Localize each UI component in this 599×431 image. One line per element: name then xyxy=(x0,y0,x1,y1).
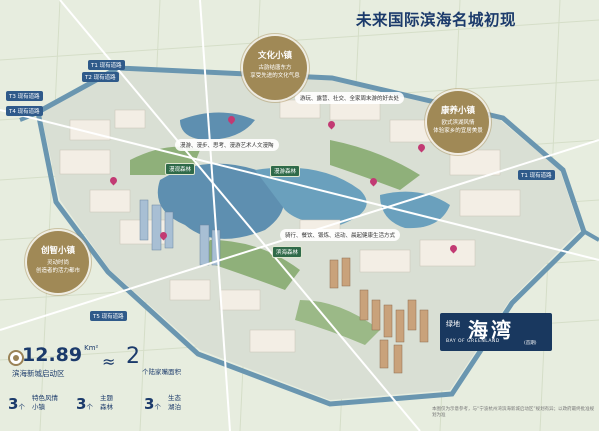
stat-label: 主题 森林 xyxy=(100,394,113,411)
stat-value: 3 xyxy=(8,395,19,413)
stat-item: 3个 xyxy=(8,394,25,413)
stat-item: 3个 xyxy=(144,394,161,413)
logo-badge: (首期) xyxy=(524,341,537,346)
callout-line: 享受先进的文化气息 xyxy=(250,72,300,79)
road-tag-5: T1 现有道路 xyxy=(518,170,555,180)
area-unit: Km² xyxy=(84,344,99,352)
road-tag-1: T1 现有道路 xyxy=(88,60,125,70)
callout-title: 文化小镇 xyxy=(257,51,292,61)
stat-unit: 个 xyxy=(154,403,161,411)
callout-line: 灵动时尚 xyxy=(46,260,69,266)
callout-title: 创智小镇 xyxy=(40,246,75,256)
logo-sub: BAY OF GREENLAND xyxy=(446,339,500,344)
area-value: 12.89 xyxy=(22,344,83,366)
approx-symbol: ≈ xyxy=(102,352,116,371)
forest-tag-3: 滨海森林 xyxy=(272,246,303,258)
forest-tag-1: 漫观森林 xyxy=(165,163,196,175)
stat-value: 3 xyxy=(144,395,155,413)
page-title: 未来国际滨海名城初现 xyxy=(356,11,517,29)
callout-line: 创造者的活力都市 xyxy=(35,267,80,274)
forest-tag-2: 漫游森林 xyxy=(270,165,301,177)
banner-leisure: 游玩、露营、社交、全家周末游的好去处 xyxy=(295,92,405,104)
road-tag-3: T3 现有道路 xyxy=(6,91,43,101)
project-logo: 绿地 海湾 BAY OF GREENLAND (首期) xyxy=(440,313,552,351)
stat-item: 3个 xyxy=(76,394,93,413)
area-label: 滨海新城启动区 xyxy=(12,369,65,378)
stat-unit: 个 xyxy=(86,403,93,411)
road-tag-6: T5 现有道路 xyxy=(90,311,127,321)
ratio-label: 个陆家嘴面积 xyxy=(142,368,181,376)
callout-title: 康养小镇 xyxy=(440,106,475,116)
stat-value: 3 xyxy=(76,395,87,413)
callout-culture-town: 文化小镇 古韵结唐东方 享受先进的文化气息 xyxy=(243,36,307,100)
stat-marker-icon xyxy=(8,350,24,366)
logo-prefix: 绿地 xyxy=(446,320,460,328)
footnote: 本图仅为示意参考，与“宁波杭州湾滨海新城启动区”规划有异；以政府最终批准规划为准 xyxy=(432,407,595,418)
callout-health-town: 康养小镇 欧式滨湖风情 体验家乡的宜居美景 xyxy=(427,91,489,153)
banner-health: 骑行、餐饮、锻炼、运动、晨起健康生活方式 xyxy=(280,229,401,241)
stat-label: 生态 湖泊 xyxy=(168,394,181,411)
ratio-value: 2 xyxy=(126,344,140,369)
road-tag-2: T2 现有道路 xyxy=(82,72,119,82)
callout-line: 体验家乡的宜居美景 xyxy=(433,127,483,134)
callout-line: 欧式滨湖风情 xyxy=(441,120,475,126)
road-tag-4: T4 现有道路 xyxy=(6,106,43,116)
logo-name: 海湾 xyxy=(468,318,514,342)
stat-label: 特色风情 小镇 xyxy=(32,394,58,411)
stat-unit: 个 xyxy=(18,403,25,411)
callout-innovation-town: 创智小镇 灵动时尚 创造者的活力都市 xyxy=(27,231,89,293)
callout-line: 古韵结唐东方 xyxy=(258,65,292,71)
banner-culture: 漫游、漫步、思考、漫游艺术人文漫陶 xyxy=(175,139,279,151)
